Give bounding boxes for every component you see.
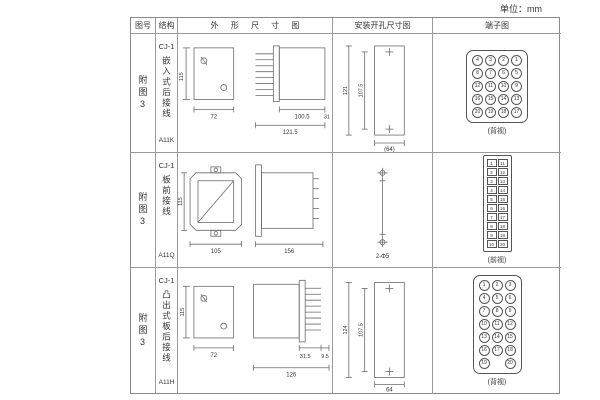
install-drawing-row1: 107.5 121 (64) bbox=[333, 34, 433, 153]
outline-svg-a11h: 115 72 31.5 9.5 126 bbox=[180, 279, 330, 379]
dim-pin-tip: 9.5 bbox=[321, 354, 329, 360]
structure-name: 嵌入式后接线 bbox=[161, 56, 172, 119]
dim-total-length: 121.5 bbox=[283, 130, 299, 136]
dimension-table: 图号 结构 外 形 尺 寸 图 安装开孔尺寸图 端子图 附图3 CJ-1 嵌入式… bbox=[130, 17, 561, 394]
dim-width: 72 bbox=[211, 114, 218, 120]
dim-flange: 31 bbox=[324, 114, 330, 120]
fig-no-row1: 附图3 bbox=[131, 34, 156, 153]
install-svg-a11k: 107.5 121 (64) bbox=[343, 45, 405, 152]
dim-height: 115 bbox=[179, 72, 185, 81]
structure-name: 凸出式板后接线 bbox=[161, 290, 172, 364]
dim-outer-height: 124 bbox=[343, 325, 349, 334]
outline-svg-a11q: 115 105 156 bbox=[178, 164, 324, 255]
outline-svg-a11k: 115 72 100.5 31 121.5 bbox=[179, 45, 330, 136]
dim-cutout-width: (64) bbox=[384, 147, 395, 152]
dim-holes: 2-Φ5 bbox=[376, 254, 390, 260]
type-code: A11H bbox=[158, 379, 175, 386]
header-terminal: 端子图 bbox=[433, 18, 561, 34]
terminal-view-label: (前视) bbox=[487, 257, 507, 264]
install-svg-a11q: 2-Φ5 bbox=[376, 167, 390, 260]
header-fig-no: 图号 bbox=[131, 18, 156, 34]
model-label: CJ-1 bbox=[158, 42, 175, 51]
header-install-dims: 安装开孔尺寸图 bbox=[333, 18, 433, 34]
dim-cutout-height: 121 bbox=[343, 86, 349, 95]
dim-hole-span: 107.5 bbox=[359, 84, 365, 98]
header-structure: 结构 bbox=[156, 18, 178, 34]
dim-width: 72 bbox=[210, 353, 217, 359]
dim-total-length: 126 bbox=[286, 373, 297, 379]
dim-hole-span: 107.5 bbox=[359, 323, 365, 337]
header-outline-dims: 外 形 尺 寸 图 bbox=[178, 18, 333, 34]
outline-drawing-row1: 115 72 100.5 31 121.5 bbox=[178, 34, 333, 153]
unit-label: 单位：mm bbox=[500, 4, 542, 14]
type-code: A11Q bbox=[158, 252, 175, 259]
dim-height: 115 bbox=[180, 308, 186, 317]
install-svg-a11h: 107.5 124 64 bbox=[343, 282, 405, 393]
fig-no-row2: 附图3 bbox=[131, 153, 156, 268]
terminal-view-label: (背视) bbox=[487, 128, 507, 135]
model-label: CJ-1 bbox=[158, 161, 175, 170]
model-label: CJ-1 bbox=[158, 276, 175, 285]
dim-body-length: 100.5 bbox=[295, 114, 311, 120]
outline-drawing-row2: 115 105 156 bbox=[178, 153, 333, 268]
fig-no-row3: 附图3 bbox=[131, 268, 156, 394]
install-drawing-row3: 107.5 124 64 bbox=[333, 268, 433, 394]
outline-drawing-row3: 115 72 31.5 9.5 126 bbox=[178, 268, 333, 394]
structure-row2: CJ-1 板前接线 A11Q bbox=[156, 153, 178, 268]
dim-height: 115 bbox=[178, 197, 184, 206]
dim-width: 105 bbox=[211, 249, 222, 255]
structure-row3: CJ-1 凸出式板后接线 A11H bbox=[156, 268, 178, 394]
dim-total-length: 156 bbox=[284, 249, 295, 255]
structure-name: 板前接线 bbox=[161, 175, 172, 217]
install-drawing-row2: 2-Φ5 bbox=[333, 153, 433, 268]
dim-pin-length: 31.5 bbox=[300, 354, 311, 360]
structure-row1: CJ-1 嵌入式后接线 A11K bbox=[156, 34, 178, 153]
dim-width: 64 bbox=[386, 387, 393, 393]
terminal-view-label: (背视) bbox=[487, 379, 507, 386]
type-code: A11K bbox=[158, 137, 175, 144]
